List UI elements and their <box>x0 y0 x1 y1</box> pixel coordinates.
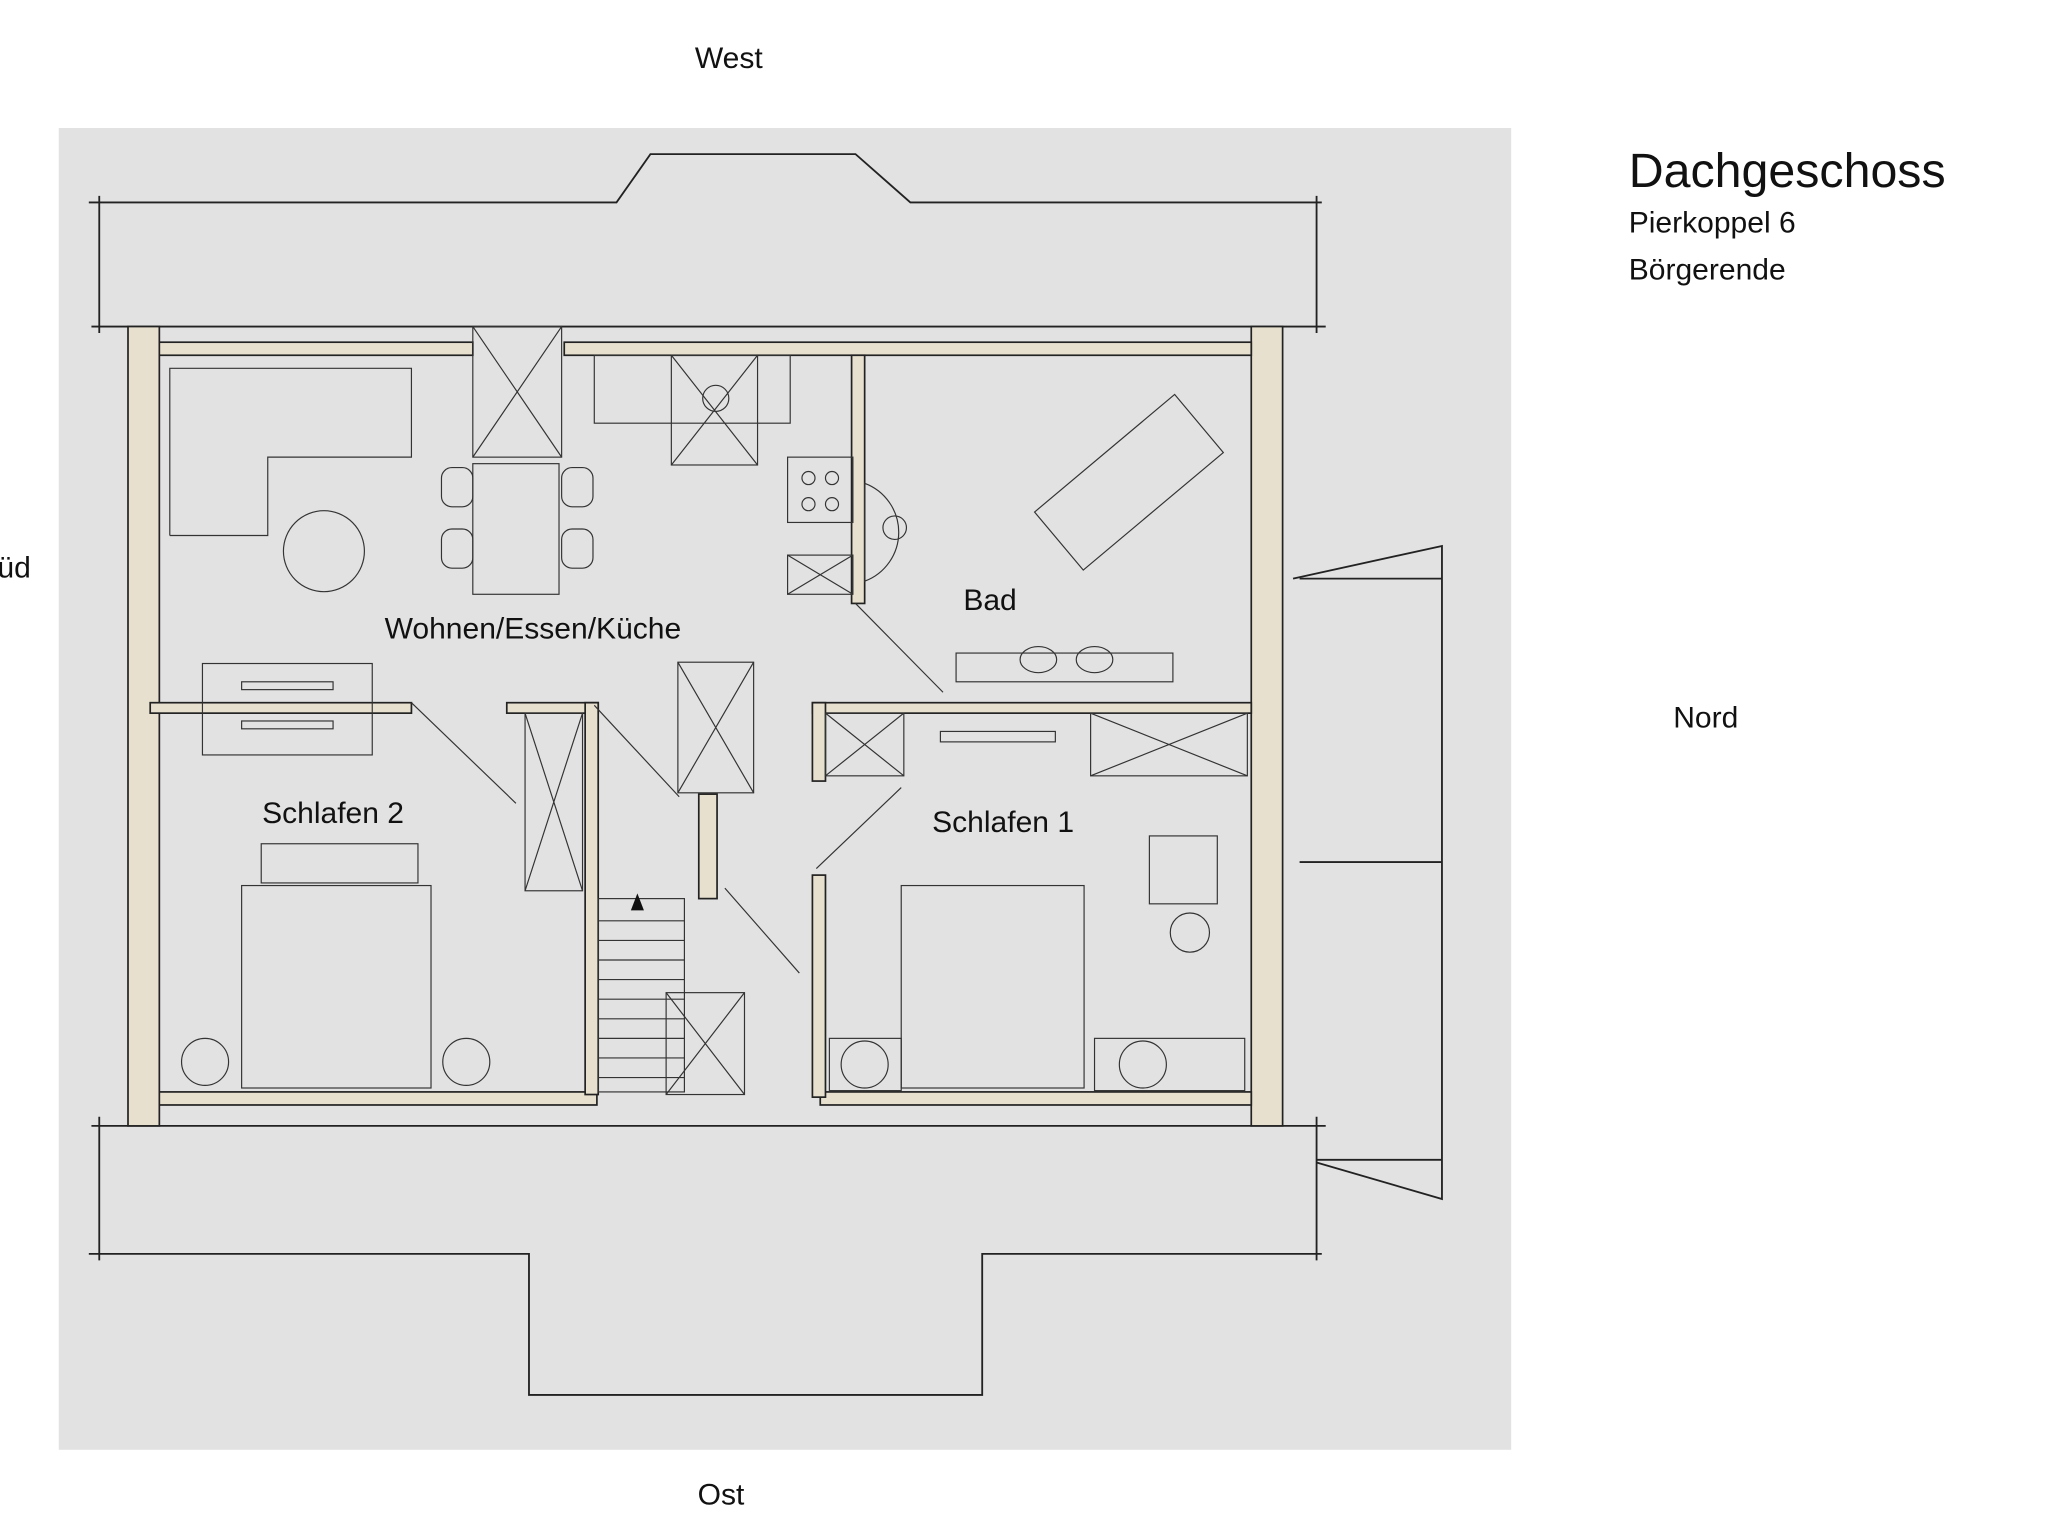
address-town: Börgerende <box>1629 254 1786 287</box>
room-label-living: Wohnen/Essen/Küche <box>385 613 682 646</box>
compass-south-label: üd <box>0 551 31 584</box>
room-label-bedroom-2: Schlafen 2 <box>262 797 404 830</box>
compass-west-label: West <box>695 42 764 75</box>
room-label-bedroom-1: Schlafen 1 <box>932 806 1074 839</box>
compass-east-label: Ost <box>698 1479 745 1512</box>
stairs <box>597 893 685 1093</box>
furniture <box>169 325 1248 1096</box>
compass-north-label: Nord <box>1673 702 1738 735</box>
walls <box>127 325 1284 1127</box>
plan-title: Dachgeschoss <box>1629 144 1946 198</box>
roof-outline <box>88 153 1443 1396</box>
room-label-bath: Bad <box>963 584 1016 617</box>
address-street: Pierkoppel 6 <box>1629 206 1796 239</box>
